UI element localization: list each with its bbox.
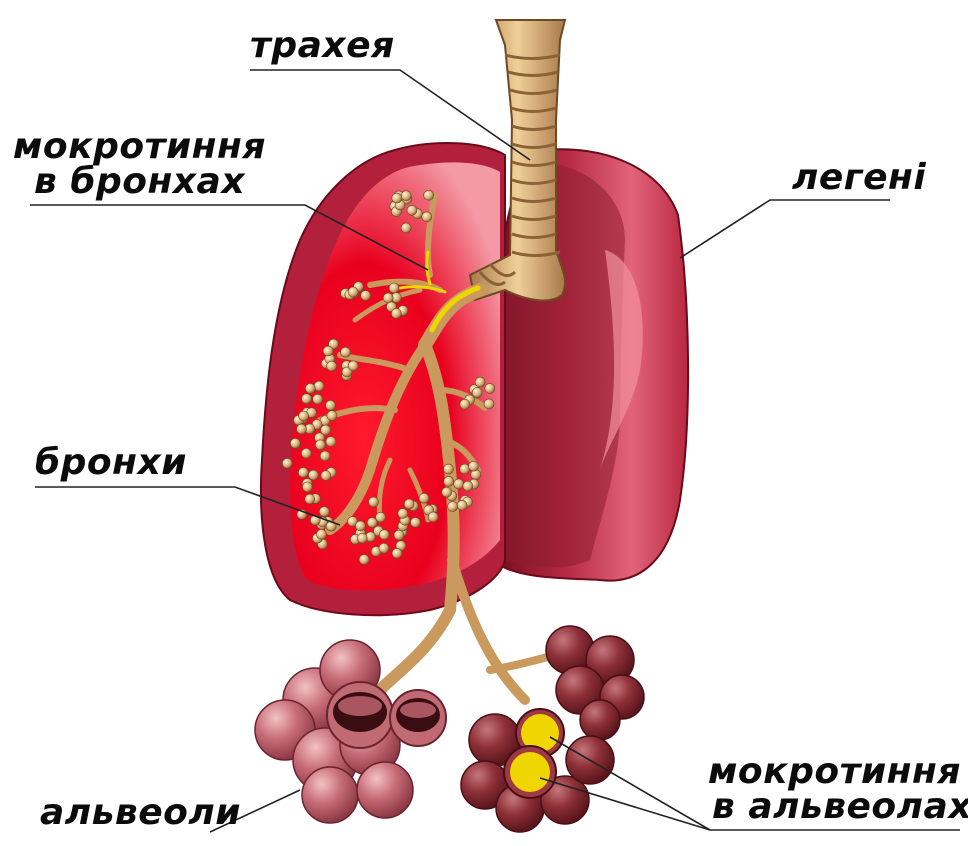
alveolar-bead — [469, 461, 479, 471]
alveolar-bead — [341, 347, 351, 357]
label-sputum-alveoli-line2: в альвеолах — [712, 790, 968, 824]
alveolar-bead — [314, 381, 324, 391]
alveoli-cluster-left — [255, 640, 446, 823]
alveolar-bead — [379, 543, 389, 553]
label-bronchi: бронхи — [35, 445, 187, 481]
alveolar-bead — [321, 425, 331, 435]
alveolar-bead — [315, 440, 325, 450]
alveolar-bead — [422, 212, 432, 222]
alveolar-bead — [442, 487, 452, 497]
alveolar-bead — [357, 533, 367, 543]
alveolar-bead — [301, 448, 311, 458]
alveolar-bead — [327, 411, 337, 421]
alveolar-bead — [401, 191, 411, 201]
alveolar-bead — [367, 518, 377, 528]
alveolar-bead — [424, 190, 434, 200]
alveolar-bead — [404, 499, 414, 509]
alveolar-bead — [305, 494, 315, 504]
alveolar-bead — [394, 530, 404, 540]
alveolar-bead — [484, 399, 494, 409]
alveolar-bead — [392, 193, 402, 203]
alveolar-bead — [463, 481, 473, 491]
alveolar-bead — [327, 361, 337, 371]
alveolar-bead — [319, 507, 329, 517]
alveolar-bead — [302, 394, 312, 404]
alveolar-bead — [472, 388, 482, 398]
label-trachea: трахея — [250, 28, 395, 64]
alveolar-bead — [383, 293, 393, 303]
alveolar-bead — [460, 399, 470, 409]
alveolar-bead — [410, 517, 420, 527]
alveolar-bead — [457, 500, 467, 510]
alveolar-bead — [369, 497, 379, 507]
alveolar-bead — [348, 287, 358, 297]
alveolar-bead — [444, 476, 454, 486]
label-lungs: легені — [792, 160, 926, 196]
alveolar-bead — [448, 502, 458, 512]
alveolar-bead — [305, 383, 315, 393]
alveolar-bead — [282, 458, 292, 468]
alveolar-bead — [391, 309, 401, 319]
alveolar-bead — [302, 482, 312, 492]
alveolar-bead — [379, 530, 389, 540]
alveolar-bead — [290, 438, 300, 448]
label-sputum-bronchi-line1: мокротиння — [13, 130, 266, 164]
alveolar-bead — [419, 493, 429, 503]
alveolar-bead — [298, 468, 308, 478]
alveolar-bead — [389, 283, 399, 293]
alveolar-bead — [355, 521, 365, 531]
alveolar-bead — [320, 451, 330, 461]
alveolar-bead — [359, 555, 369, 565]
alveolar-bead — [398, 509, 408, 519]
label-sputum-bronchi-line2: в бронхах — [34, 165, 245, 199]
alveolar-bead — [361, 291, 371, 301]
alveolar-bead — [348, 361, 358, 371]
label-alveoli: альвеоли — [40, 795, 241, 831]
label-sputum-alveoli-line1: мокротиння — [708, 755, 961, 789]
alveolar-bead — [299, 411, 309, 421]
alveolar-bead — [392, 548, 402, 558]
alveolar-bead — [313, 394, 323, 404]
alveolar-bead — [401, 223, 411, 233]
alveolar-bead — [407, 205, 417, 215]
alveolar-bead — [316, 529, 326, 539]
alveolar-bead — [428, 512, 438, 522]
alveolar-bead — [454, 479, 464, 489]
alveolar-bead — [321, 471, 331, 481]
alveolar-bead — [475, 377, 485, 387]
alveolar-bead — [323, 346, 333, 356]
alveolar-bead — [485, 383, 495, 393]
alveolar-bead — [326, 400, 336, 410]
alveolar-bead — [308, 470, 318, 480]
alveolar-bead — [460, 464, 470, 474]
alveolar-bead — [326, 437, 336, 447]
alveolar-bead — [297, 424, 307, 434]
alveolar-bead — [443, 464, 453, 474]
